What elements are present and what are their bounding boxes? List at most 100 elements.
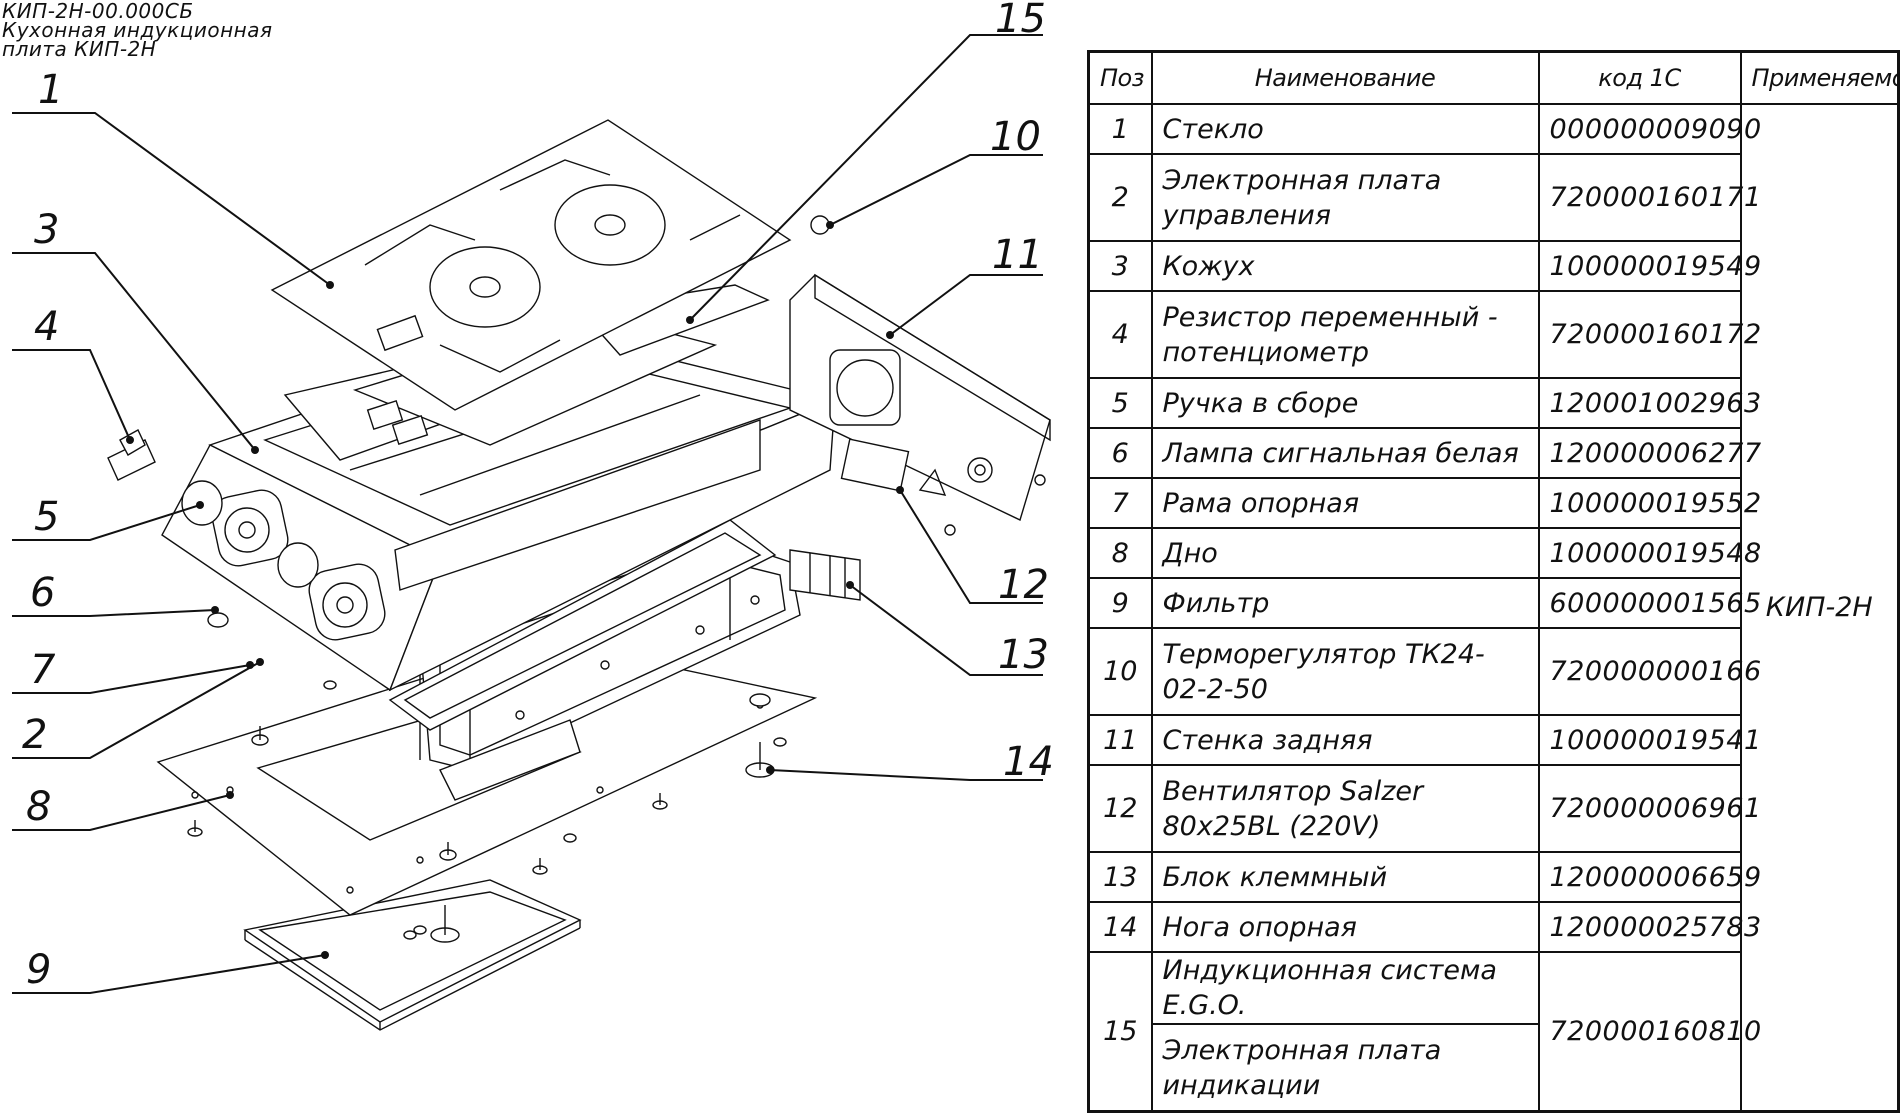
table-row: 14 Нога опорная 120000025783 <box>1087 901 1899 954</box>
specification-table: Поз Наименование код 1С Применяемость 1 … <box>1087 50 1900 1113</box>
table-row: 3 Кожух 100000019549 <box>1087 240 1899 293</box>
row-code: 720000160172 <box>1537 290 1761 380</box>
row-code: 120000025783 <box>1537 901 1761 954</box>
header-pos: Поз <box>1087 50 1153 105</box>
callout-6: 6 <box>30 570 55 616</box>
table-row: 6 Лампа сигнальная белая 120000006277 <box>1087 427 1899 480</box>
row-pos: 2 <box>1087 153 1153 243</box>
table-row: 4 Резистор переменный - потенциометр 720… <box>1087 290 1899 380</box>
glass-top-part <box>270 119 792 411</box>
row-name: Ручка в сборе <box>1150 377 1540 430</box>
row-name: Терморегулятор ТК24-02-2-50 <box>1150 627 1540 717</box>
row-code: 000000009090 <box>1537 102 1761 156</box>
row-code: 720000000166 <box>1537 627 1761 717</box>
callout-13: 13 <box>998 632 1049 678</box>
table-row: 12 Вентилятор Salzer 80x25BL (220V) 7200… <box>1087 764 1899 854</box>
row-code: 100000019548 <box>1537 527 1761 580</box>
row-name: Фильтр <box>1150 577 1540 630</box>
row-name: Лампа сигнальная белая <box>1150 427 1540 480</box>
row-pos: 10 <box>1087 627 1153 717</box>
row-pos: 4 <box>1087 290 1153 380</box>
leader-lines <box>12 34 1043 994</box>
callout-5: 5 <box>34 494 59 540</box>
callout-8: 8 <box>26 784 51 830</box>
row-name: Стекло <box>1150 102 1540 156</box>
filter-part <box>243 879 582 1031</box>
callout-14: 14 <box>1003 739 1054 785</box>
row-name: Индукционная система E.G.O. <box>1150 951 1540 1026</box>
table-row: 1 Стекло 000000009090 КИП-2Н <box>1087 102 1900 1113</box>
inner-tray <box>388 519 777 731</box>
leader-dots <box>126 221 904 959</box>
table-row: 8 Дно 100000019548 <box>1087 527 1899 580</box>
row-code: 720000006961 <box>1537 764 1761 854</box>
terminal-block-part <box>789 549 861 601</box>
row-name: Рама опорная <box>1150 477 1540 530</box>
row-pos: 6 <box>1087 427 1153 480</box>
exploded-assembly-drawing: 1 3 4 5 6 7 2 8 9 15 10 11 12 13 14 <box>12 0 1054 1031</box>
callout-9: 9 <box>26 947 51 993</box>
row-code: 720000160171 <box>1537 153 1761 243</box>
foot-screws <box>187 680 787 943</box>
row-code: 100000019552 <box>1537 477 1761 530</box>
header-code: код 1С <box>1537 50 1742 105</box>
row-name: Кожух <box>1150 240 1540 293</box>
row-pos: 14 <box>1087 901 1153 954</box>
callout-10: 10 <box>990 114 1041 160</box>
callout-15: 15 <box>995 0 1046 42</box>
table-row: 5 Ручка в сборе 120001002963 <box>1087 377 1899 430</box>
table-row: 9 Фильтр 600000001565 <box>1087 577 1899 630</box>
row-code: 100000019549 <box>1537 240 1761 293</box>
row-pos: 3 <box>1087 240 1153 293</box>
product-name-line-1: Кухонная индукционная <box>2 18 273 42</box>
product-name-line-2: плита КИП-2Н <box>2 37 157 61</box>
row-pos: 15 <box>1087 951 1153 1113</box>
row-code: 120001002963 <box>1537 377 1761 430</box>
row-name: Дно <box>1150 527 1540 580</box>
table-row: Электронная плата индикации <box>1089 1023 1899 1113</box>
small-parts <box>207 215 1046 628</box>
row-code: 720000160810 <box>1537 951 1761 1113</box>
callout-3: 3 <box>34 207 59 253</box>
row-pos: 1 <box>1087 102 1153 156</box>
row-code: 120000006659 <box>1537 851 1761 904</box>
table-row: 15 Индукционная система E.G.O. 720000160… <box>1087 951 1899 1113</box>
row-code: 600000001565 <box>1537 577 1761 630</box>
row-name: Электронная плата индикации <box>1150 1023 1540 1113</box>
callout-12: 12 <box>998 562 1049 608</box>
callout-2: 2 <box>22 712 47 758</box>
row-code: 120000006277 <box>1537 427 1761 480</box>
row-name: Стенка задняя <box>1150 714 1540 767</box>
row-pos: 13 <box>1087 851 1153 904</box>
title-block: КИП-2Н-00.000СБ Кухонная индукционная пл… <box>2 0 273 61</box>
row-name: Электронная плата управления <box>1150 153 1540 243</box>
row-name: Нога опорная <box>1150 901 1540 954</box>
support-frame-part <box>419 540 801 801</box>
table-row: 7 Рама опорная 100000019552 <box>1087 477 1899 530</box>
row-name: Вентилятор Salzer 80x25BL (220V) <box>1150 764 1540 854</box>
header-name: Наименование <box>1150 50 1540 105</box>
row-pos: 8 <box>1087 527 1153 580</box>
table-row: 11 Стенка задняя 100000019541 <box>1087 714 1899 767</box>
back-wall-part <box>789 273 1051 521</box>
callout-4: 4 <box>34 304 59 350</box>
table-header-row: Поз Наименование код 1С Применяемость <box>1087 50 1900 105</box>
row-pos: 11 <box>1087 714 1153 767</box>
header-applicability: Применяемость <box>1739 50 1900 105</box>
knobs-part <box>181 480 386 641</box>
applicability-cell: КИП-2Н <box>1739 103 1900 1113</box>
row-code: 100000019541 <box>1537 714 1761 767</box>
document-code: КИП-2Н-00.000СБ <box>2 0 194 23</box>
row-pos: 7 <box>1087 477 1153 530</box>
table-row: 10 Терморегулятор ТК24-02-2-50 720000000… <box>1087 627 1899 717</box>
row-pos: 12 <box>1087 764 1153 854</box>
row-pos: 5 <box>1087 377 1153 430</box>
callout-7: 7 <box>30 647 56 693</box>
table-row: 2 Электронная плата управления 720000160… <box>1087 153 1899 243</box>
callout-11: 11 <box>992 232 1043 278</box>
row-name: Резистор переменный - потенциометр <box>1150 290 1540 380</box>
table-row: 13 Блок клеммный 120000006659 <box>1087 851 1899 904</box>
row-name: Блок клеммный <box>1150 851 1540 904</box>
row-pos: 9 <box>1087 577 1153 630</box>
callout-1: 1 <box>38 67 63 113</box>
